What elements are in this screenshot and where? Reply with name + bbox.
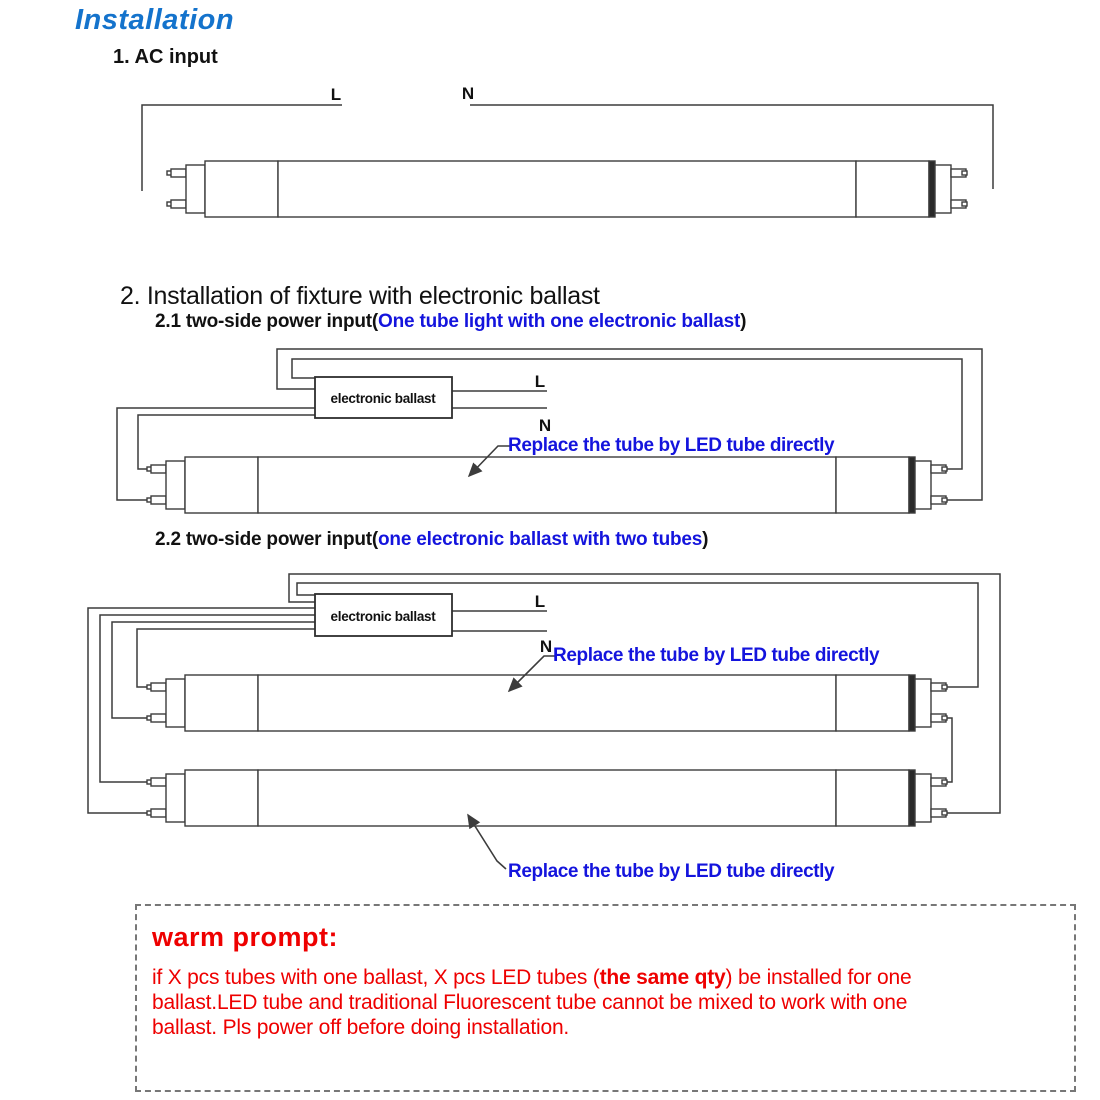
led-tube [166,160,968,218]
subheading-2-2: 2.2 two-side power input(one electronic … [155,529,708,551]
subheading-2-2-blue: one electronic ballast with two tubes [378,529,703,550]
subheading-2-1-black: 2.1 two-side power input( [155,311,379,332]
live-label: L [535,592,545,611]
live-wire [141,104,342,191]
replace-annotation: Replace the tube by LED tube directly [508,861,835,882]
warm-prompt-box: warm prompt: if X pcs tubes with one bal… [135,904,1076,1092]
diagram-2-2: L N electronic ballast Replace the tube … [87,573,1001,882]
neutral-label: N [462,84,474,103]
warm-prompt-body-post: ) be installed for one ballast.LED tube … [152,966,912,1040]
ballast-to-tube2-right-bottom-pin-wire [288,573,1001,814]
subheading-2-2-black: 2.2 two-side power input( [155,529,379,550]
warm-prompt-body: if X pcs tubes with one ballast, X pcs L… [152,965,932,1041]
warm-prompt-body-bold: the same qty [599,966,726,989]
ballast-to-tube1-right-top-pin-wire [296,582,979,688]
leader-arrow [467,445,511,478]
ballast-to-tube2-left-bottom-pin-wire [87,607,315,814]
ballast-to-tube1-left-top-pin-wire [136,628,315,688]
ballast-to-tube1-left-bottom-pin-wire [111,621,315,719]
electronic-ballast-label: electronic ballast [331,391,437,406]
ballast-to-left-top-pin-wire [137,414,315,470]
diagram-2-1: L N electronic ballast Replace the tube … [116,348,983,514]
ac-input-diagram: L N [141,84,994,218]
live-label: L [331,85,341,104]
ballast-to-left-bottom-pin-wire [116,407,315,501]
subheading-2-1-blue: One tube light with one electronic balla… [378,311,741,332]
led-tube [146,769,948,827]
ballast-to-right-bottom-pin-wire [276,348,983,501]
electronic-ballast-box [314,376,453,419]
led-tube [146,456,948,514]
section-heading-ac-input: 1. AC input [113,46,218,68]
ballast-to-right-top-pin-wire [291,358,963,470]
warm-prompt-body-pre: if X pcs tubes with one ballast, X pcs L… [152,966,600,989]
led-tube [146,674,948,732]
subheading-2-1: 2.1 two-side power input(One tube light … [155,311,747,333]
replace-annotation: Replace the tube by LED tube directly [553,645,880,666]
leader-arrow [467,813,507,870]
neutral-label: N [540,637,552,656]
subheading-2-2-paren: ) [702,529,709,550]
electronic-ballast-box [314,593,453,637]
section-heading-fixture: 2. Installation of fixture with electron… [120,282,600,310]
neutral-label: N [539,416,551,435]
replace-annotation: Replace the tube by LED tube directly [508,435,835,456]
warm-prompt-title: warm prompt: [152,922,339,952]
electronic-ballast-label: electronic ballast [331,609,437,624]
neutral-wire [470,104,994,189]
ballast-to-tube2-left-top-pin-wire [99,614,315,783]
tube1-to-tube2-link-wire [947,717,953,783]
page-title: Installation [75,4,235,36]
leader-arrow [507,655,556,693]
subheading-2-1-paren: ) [740,311,747,332]
live-label: L [535,372,545,391]
